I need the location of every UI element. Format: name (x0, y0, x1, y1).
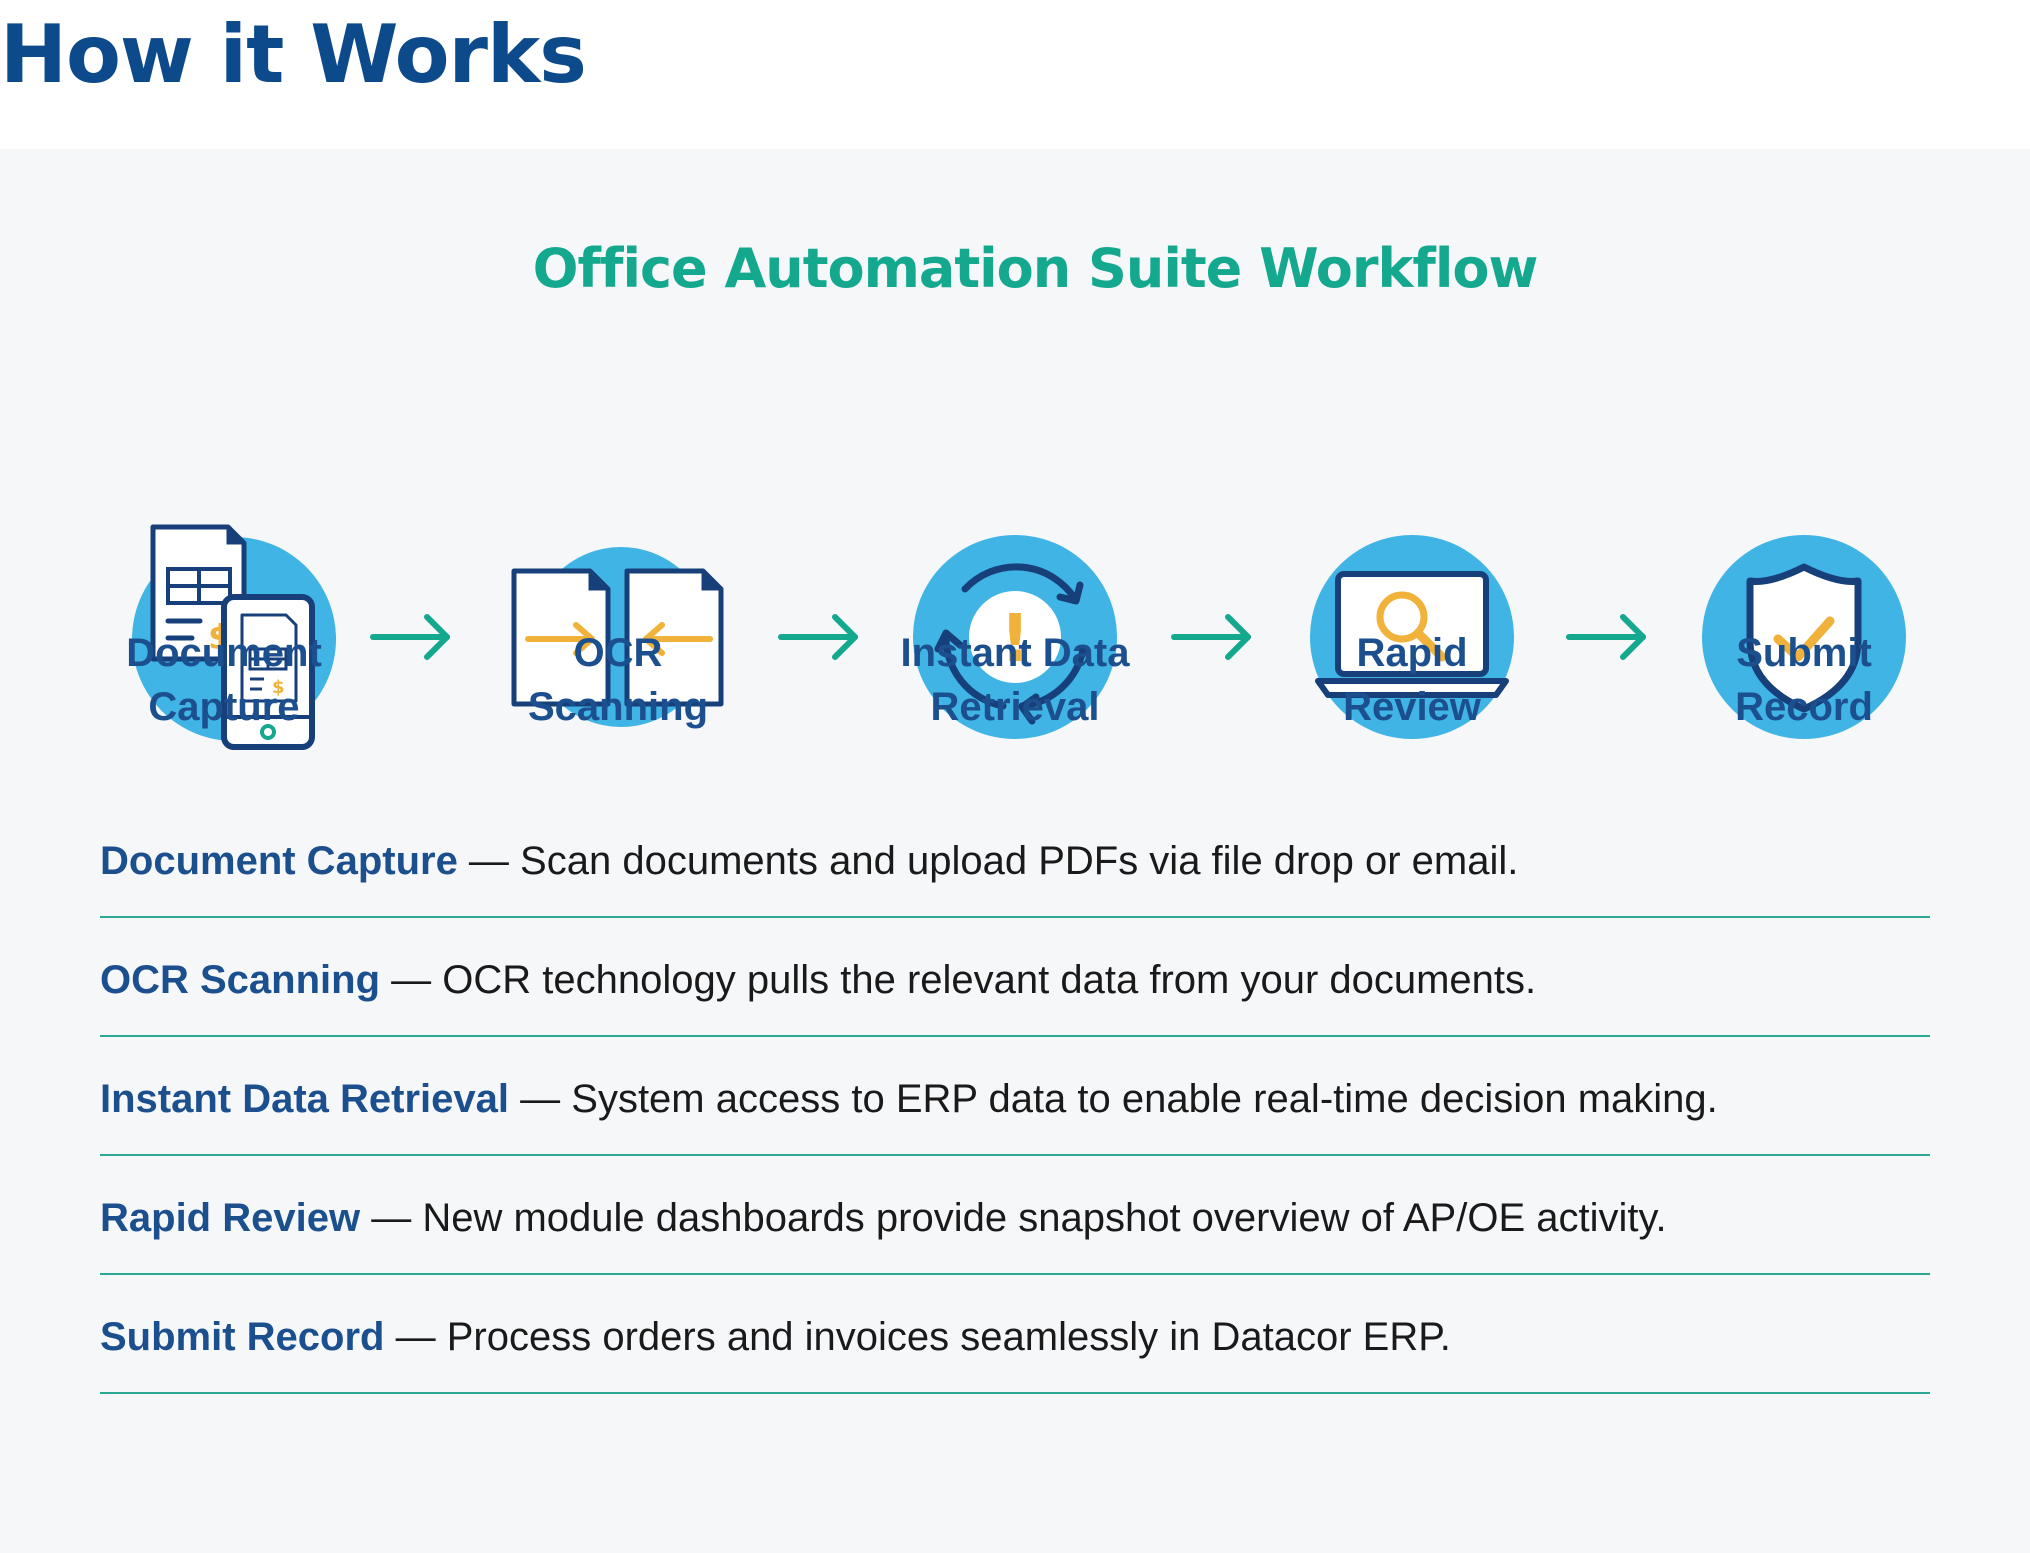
alert-mark: ! (1000, 600, 1030, 677)
page-title: How it Works (0, 8, 587, 101)
description-text: System access to ERP data to enable real… (571, 1077, 1718, 1121)
workflow-diagram: $ $ (132, 524, 1906, 750)
description-text: Process orders and invoices seamlessly i… (446, 1315, 1451, 1359)
description-item: Document Capture — Scan documents and up… (100, 799, 1930, 918)
description-text: New module dashboards provide snapshot o… (422, 1196, 1667, 1240)
ocr-scanning-icon (511, 547, 724, 727)
document-capture-icon: $ $ (132, 524, 336, 750)
description-term: Instant Data Retrieval (100, 1077, 510, 1121)
shield-check-icon (1702, 535, 1906, 739)
description-separator: — (457, 839, 521, 883)
description-item: Submit Record — Process orders and invoi… (100, 1275, 1930, 1394)
arrow-right-icon (1171, 614, 1251, 660)
description-item: Rapid Review — New module dashboards pro… (100, 1156, 1930, 1275)
description-term: Rapid Review (100, 1196, 361, 1240)
step-descriptions: Document Capture — Scan documents and up… (100, 799, 1930, 1394)
description-text: OCR technology pulls the relevant data f… (442, 958, 1537, 1002)
description-separator: — (384, 1315, 447, 1359)
description-text: Scan documents and upload PDFs via file … (520, 839, 1519, 883)
description-separator: — (380, 958, 443, 1002)
description-item: OCR Scanning — OCR technology pulls the … (100, 918, 1930, 1037)
dollar-sign-small: $ (272, 677, 285, 698)
description-separator: — (509, 1077, 572, 1121)
arrow-right-icon (370, 614, 450, 660)
workflow-title: Office Automation Suite Workflow (532, 237, 1539, 300)
description-item: Instant Data Retrieval — System access t… (100, 1037, 1930, 1156)
description-term: Document Capture (100, 839, 458, 883)
arrow-right-icon (778, 614, 858, 660)
data-retrieval-icon: ! (913, 535, 1117, 739)
description-separator: — (360, 1196, 423, 1240)
workflow-panel: Office Automation Suite Workflow $ $ (0, 149, 2030, 1553)
arrow-right-icon (1566, 614, 1646, 660)
laptop-review-icon (1310, 535, 1514, 739)
description-term: Submit Record (100, 1315, 385, 1359)
description-term: OCR Scanning (100, 958, 381, 1002)
